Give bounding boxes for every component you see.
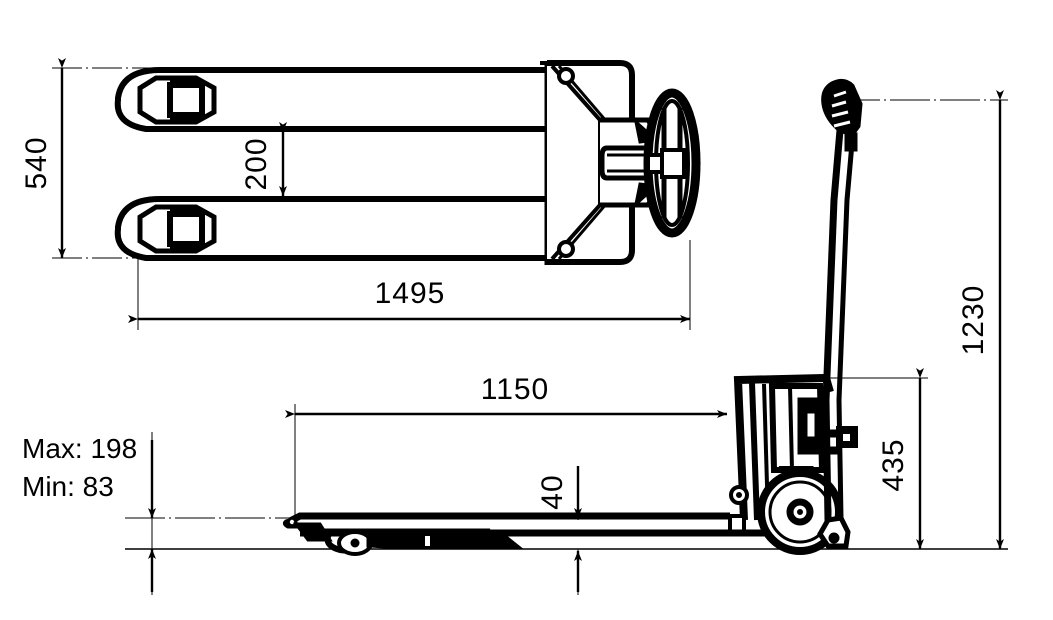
dimension-value-1495: 1495 <box>375 277 446 310</box>
dimension-chassis-height: 435 <box>877 368 924 549</box>
tiller-handle <box>817 78 863 549</box>
side-view-group: Max: 198 Min: 83 1150 40 435 1230 <box>22 78 1008 595</box>
dimension-value-1230: 1230 <box>957 285 990 356</box>
dimension-fork-thickness: 40 <box>536 466 582 592</box>
dimension-overall-width: 540 <box>20 58 66 258</box>
dimension-handle-height: 1230 <box>957 90 1004 549</box>
dimension-fork-spacing: 200 <box>240 122 287 196</box>
fork-right <box>114 196 560 261</box>
dimension-value-1150: 1150 <box>481 373 550 406</box>
fork-left <box>114 67 560 132</box>
dimension-lift-height: Max: 198 Min: 83 <box>22 433 156 592</box>
steer-wheel-top <box>643 88 701 238</box>
pump-body <box>540 60 663 265</box>
dimension-value-200: 200 <box>240 137 273 190</box>
fork-blade-side <box>282 512 730 556</box>
dimension-value-435: 435 <box>877 438 910 491</box>
dimension-overall-length: 1495 <box>128 277 690 323</box>
top-view-group: 540 200 1495 <box>20 58 701 330</box>
handle-grip-ribs <box>831 90 851 128</box>
dimension-value-540: 540 <box>20 136 53 189</box>
dimension-fork-length: 1150 <box>285 373 727 418</box>
dimension-value-max: Max: 198 <box>22 433 137 464</box>
dimension-value-40: 40 <box>536 474 569 509</box>
dimension-value-min: Min: 83 <box>22 471 114 502</box>
